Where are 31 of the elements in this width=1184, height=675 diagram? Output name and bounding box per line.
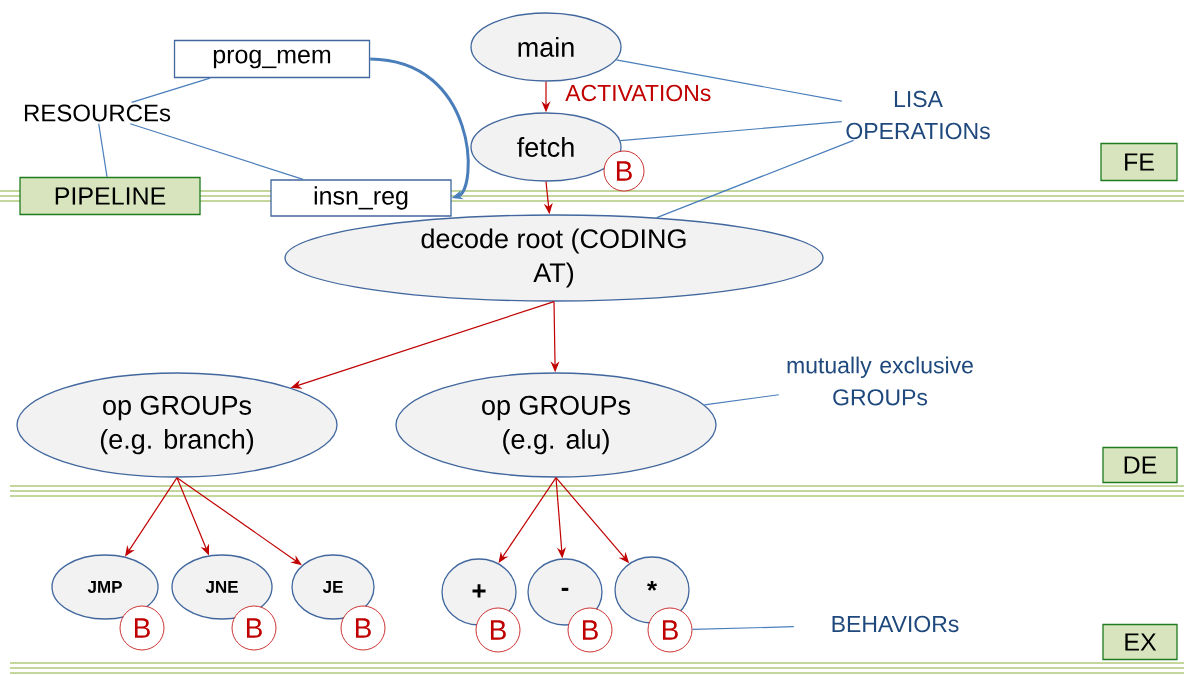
stage-box: EX	[1102, 623, 1178, 661]
callout-text: LISA OPERATIONs	[846, 90, 990, 140]
leader-line	[129, 123, 304, 180]
callout-text: RESOURCEs	[25, 104, 171, 122]
edge-label: ACTIVATIONs	[564, 83, 713, 103]
operation-oval: op GROUPs (e.g. branch)	[16, 372, 338, 478]
stage-box: PIPELINE	[19, 176, 201, 216]
behavior-badge: B	[231, 605, 277, 651]
leader-line	[98, 123, 108, 178]
arrow	[370, 57, 470, 200]
operation-oval: decode root (CODING AT)	[284, 214, 824, 302]
leader-line	[131, 77, 211, 103]
callout-text: BEHAVIORs	[832, 615, 959, 633]
leader-line	[615, 59, 843, 102]
callout-text: mutually exclusive GROUPs	[787, 356, 973, 406]
leader-line	[691, 626, 795, 630]
behavior-badge: B	[475, 607, 521, 653]
resource-box: insn_reg	[270, 179, 452, 217]
behavior-badge: B	[567, 607, 613, 653]
stage-box: DE	[1102, 446, 1178, 484]
behavior-badge: B	[603, 150, 645, 192]
behavior-badge: B	[647, 607, 693, 653]
stage-box: FE	[1100, 142, 1178, 182]
operation-oval: main	[470, 12, 622, 82]
resource-box: prog_mem	[173, 39, 371, 79]
behavior-badge: B	[119, 605, 165, 651]
leader-line	[656, 139, 855, 219]
leader-line	[619, 120, 843, 142]
leader-line	[703, 394, 780, 406]
behavior-badge: B	[340, 605, 386, 651]
operation-oval: op GROUPs (e.g. alu)	[395, 372, 717, 478]
